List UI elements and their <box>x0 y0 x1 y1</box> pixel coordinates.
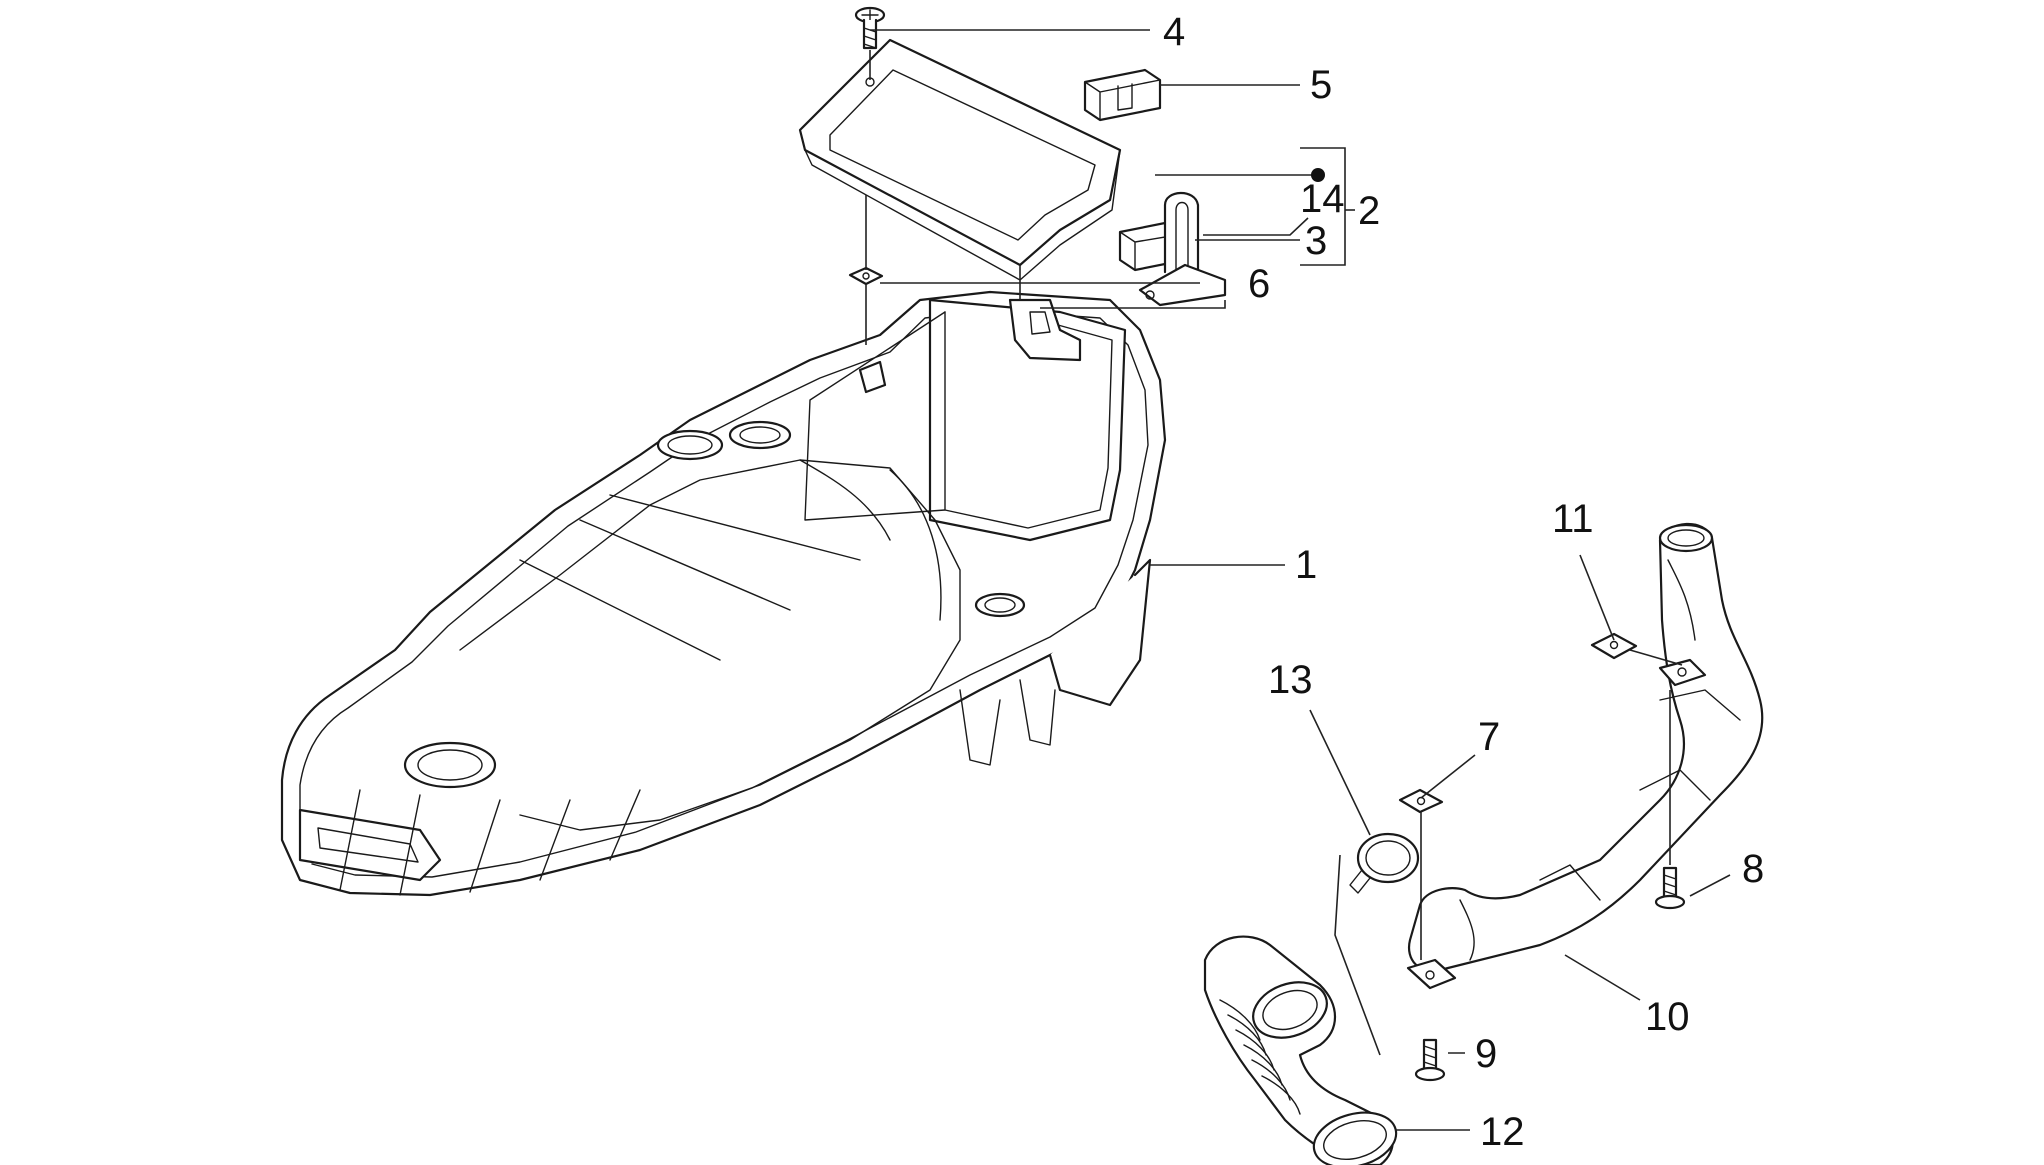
callout-9: 9 <box>1475 1032 1497 1076</box>
fuel-filler-ring <box>403 741 497 789</box>
clip-nut-7 <box>1398 788 1444 814</box>
helmet-compartment-body <box>280 290 1167 897</box>
callout-13: 13 <box>1268 658 1313 702</box>
intake-bellows-12 <box>1203 935 1398 1165</box>
callout-6: 6 <box>1248 262 1270 306</box>
callout-10: 10 <box>1645 995 1690 1039</box>
callout-11: 11 <box>1552 497 1594 541</box>
hose-clamp-13 <box>1349 832 1420 894</box>
compartment-lid <box>798 38 1122 281</box>
callout-2: 2 <box>1358 189 1380 233</box>
lock-striker-14 <box>1138 191 1227 307</box>
filler-boss-front <box>656 429 724 461</box>
callout-7: 7 <box>1478 715 1500 759</box>
callout-8: 8 <box>1742 847 1764 891</box>
callout-14: 14 <box>1300 177 1345 221</box>
clip-nut-6 <box>848 266 884 286</box>
callout-1: 1 <box>1295 543 1317 587</box>
clip-nut-11 <box>1590 632 1638 660</box>
callout-12: 12 <box>1480 1110 1525 1154</box>
air-intake-duct-10 <box>1406 522 1764 990</box>
callout-3: 3 <box>1305 219 1327 263</box>
screw-4 <box>854 6 886 87</box>
callout-4: 4 <box>1163 10 1185 54</box>
set-indicator-dot <box>1311 168 1325 182</box>
filler-boss-mid <box>728 420 792 450</box>
leader-lines <box>865 29 1731 1131</box>
callout-numbers: 4 5 2 3 6 14 1 11 13 7 8 10 9 12 <box>1163 10 1764 1154</box>
rubber-pad-5 <box>1083 68 1162 122</box>
callout-5: 5 <box>1310 63 1332 107</box>
screw-8 <box>1654 866 1686 910</box>
screw-9 <box>1414 1038 1446 1082</box>
filler-boss-rear <box>974 592 1026 618</box>
